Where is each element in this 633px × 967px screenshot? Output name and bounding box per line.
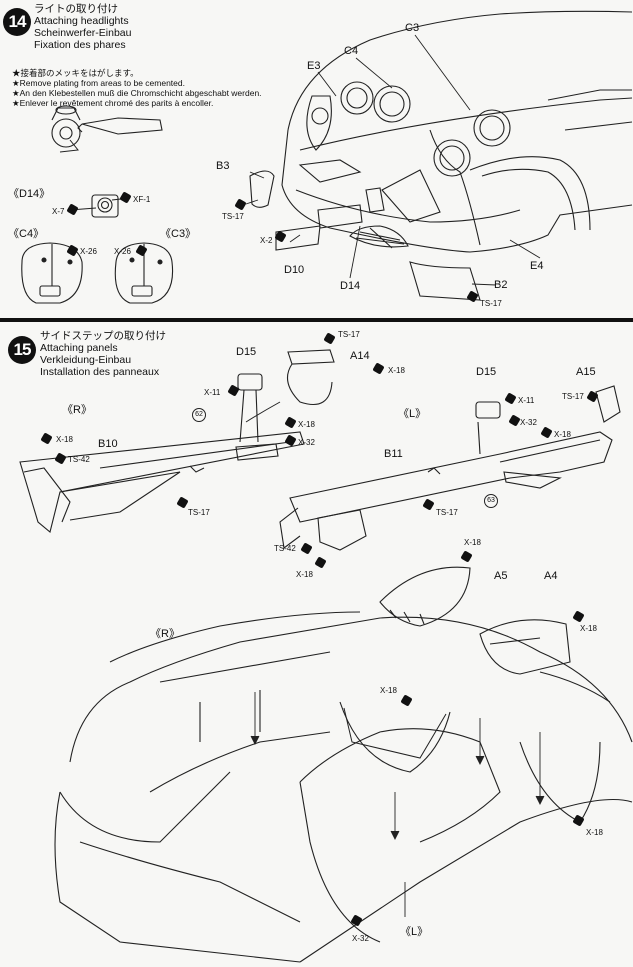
note-line: ★Remove plating from areas to be cemente…	[12, 78, 185, 88]
c4-lens-illustration	[21, 242, 83, 304]
parts-number-circle-63: 63	[484, 494, 498, 508]
paint-code-label: X-18	[380, 686, 397, 695]
d15-a14-parts-left	[235, 349, 335, 461]
title-en: Attaching panels	[40, 342, 118, 354]
paint-code-label: TS-42	[68, 455, 90, 464]
paint-code-label: X-18	[298, 420, 315, 429]
headlight-lenses	[306, 81, 511, 177]
c4-group-label: 《C4》	[8, 228, 45, 240]
step-title-block: ライトの取り付け Attaching headlights Scheinwerf…	[34, 3, 131, 51]
side-label-l: 《L》	[400, 926, 429, 938]
paint-code-label: TS-17	[222, 212, 244, 221]
paint-code-label: X-11	[204, 388, 221, 397]
paint-code-label: X-26	[114, 247, 131, 256]
part-label-d14: D14	[340, 280, 361, 292]
b11-side-step	[279, 385, 621, 551]
title-fr: Installation des panneaux	[40, 366, 160, 378]
plating-removal-illustration	[51, 105, 163, 153]
title-jp: ライトの取り付け	[34, 3, 118, 15]
paint-code-label: TS-17	[338, 330, 360, 339]
section-divider	[0, 318, 633, 322]
c3-group-label: 《C3》	[160, 228, 197, 240]
paint-code-label: X-32	[520, 418, 537, 427]
a4-front-section	[479, 619, 571, 675]
body-lower-shell	[54, 611, 633, 963]
parts-number-circle-62: 62	[192, 408, 206, 422]
side-label-l: 《L》	[398, 408, 427, 420]
paint-code-label: X-26	[80, 247, 97, 256]
part-label-c3: C3	[405, 22, 420, 34]
side-label-r: 《R》	[62, 404, 92, 416]
paint-code-label: X-18	[296, 570, 313, 579]
paint-code-label: TS-17	[562, 392, 584, 401]
part-label-d15: D15	[476, 366, 497, 378]
part-label-d15: D15	[236, 346, 257, 358]
paint-code-label: TS-17	[480, 299, 502, 308]
paint-code-label: X-18	[388, 366, 405, 375]
paint-code-label: X-2	[260, 236, 273, 245]
side-label-r: 《R》	[150, 628, 180, 640]
paint-code-label: X-32	[298, 438, 315, 447]
paint-code-label: TS-17	[188, 508, 210, 517]
part-label-d10: D10	[284, 264, 305, 276]
title-de: Verkleidung-Einbau	[40, 354, 132, 366]
paint-code-label: X-18	[554, 430, 571, 439]
headlight-assembly-drawing	[21, 10, 633, 304]
part-label-b3: B3	[216, 160, 230, 172]
paint-code-label: X-32	[352, 934, 369, 943]
title-de: Scheinwerfer-Einbau	[34, 27, 132, 39]
part-label-e3: E3	[307, 60, 321, 72]
side-panel-assembly-drawing	[19, 349, 633, 963]
paint-code-label: XF-1	[133, 195, 151, 204]
d14-group-label: 《D14》	[8, 188, 51, 200]
paint-code-label: TS-42	[274, 544, 296, 553]
part-label-a5: A5	[494, 570, 508, 582]
title-en: Attaching headlights	[34, 15, 129, 27]
paint-code-label: X-18	[464, 538, 481, 547]
paint-code-label: X-18	[56, 435, 73, 444]
plating-note: ★接着部のメッキをはがします。 ★Remove plating from are…	[12, 68, 262, 108]
paint-code-label: X-7	[52, 207, 65, 216]
step-number-badge: 14	[3, 8, 31, 36]
part-label-b10: B10	[98, 438, 118, 450]
part-label-a14: A14	[350, 350, 370, 362]
step-number-badge: 15	[8, 336, 36, 364]
step-14-panel: 14 ライトの取り付け Attaching headlights Scheinw…	[0, 0, 633, 318]
title-jp: サイドステップの取り付け	[40, 330, 166, 342]
note-line: ★An den Klebestellen muß die Chromschich…	[12, 88, 262, 98]
paint-code-label: X-18	[580, 624, 597, 633]
car-front-body	[249, 10, 633, 301]
paint-code-label: X-11	[518, 396, 535, 405]
part-label-b2: B2	[494, 279, 508, 291]
paint-code-label: X-18	[586, 828, 603, 837]
part-label-a4: A4	[544, 570, 558, 582]
step-title-block: サイドステップの取り付け Attaching panels Verkleidun…	[40, 330, 166, 378]
step-15-panel: 15 サイドステップの取り付け Attaching panels Verklei…	[0, 322, 633, 967]
part-label-e4: E4	[530, 260, 544, 272]
note-line: ★接着部のメッキをはがします。	[12, 68, 139, 78]
note-line: ★Enlever le revêtement chromé des parits…	[12, 98, 214, 108]
b10-side-step	[19, 431, 305, 533]
leader-lines	[245, 34, 541, 286]
part-label-b11: B11	[384, 448, 403, 460]
paint-code-label: TS-17	[436, 508, 458, 517]
part-label-c4: C4	[344, 45, 359, 57]
assembly-arrows	[250, 692, 545, 917]
title-fr: Fixation des phares	[34, 39, 126, 51]
part-label-a15: A15	[576, 366, 596, 378]
